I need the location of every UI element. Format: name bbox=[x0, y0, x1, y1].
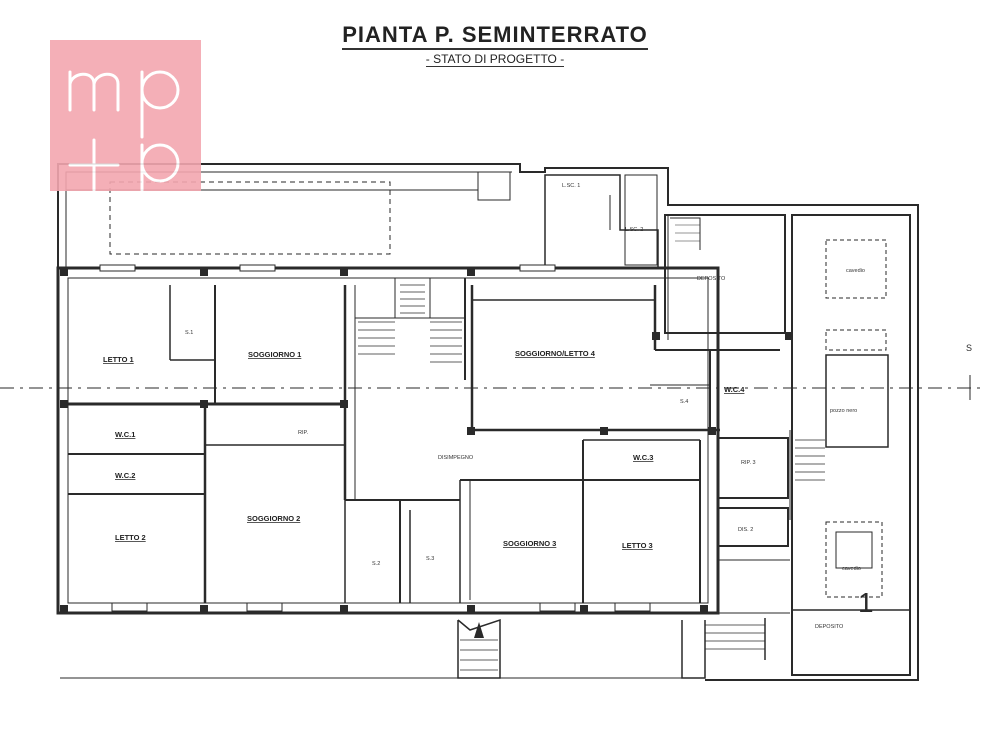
room-label-s3: S.3 bbox=[426, 556, 434, 562]
room-label-cavedio-top: cavedio bbox=[846, 268, 865, 274]
room-label-soggiorno3: SOGGIORNO 3 bbox=[503, 539, 556, 548]
room-label-rip: RIP. bbox=[298, 430, 308, 436]
room-label-disimpegno: DISIMPEGNO bbox=[438, 455, 474, 461]
plan-subtitle: - STATO DI PROGETTO - bbox=[0, 52, 990, 67]
roof-outline-dashed bbox=[109, 181, 391, 255]
room-label-dis2: DIS. 2 bbox=[738, 527, 753, 533]
outer-wall-top bbox=[57, 163, 919, 681]
room-label-lsc1: L.SC. 1 bbox=[562, 183, 580, 189]
room-label-soggiorno2: SOGGIORNO 2 bbox=[247, 514, 300, 523]
section-axis-mark: S bbox=[966, 343, 972, 353]
deposito-top-room bbox=[664, 214, 786, 334]
room-label-s2: S.2 bbox=[372, 561, 380, 567]
room-label-pozzo-nero: pozzo nero bbox=[830, 408, 857, 414]
room-label-lsc2: L.SC. 2 bbox=[625, 227, 643, 233]
cavedio-top-box bbox=[825, 239, 887, 299]
room-label-wc3: W.C.3 bbox=[633, 453, 653, 462]
plan-title: PIANTA P. SEMINTERRATO bbox=[0, 22, 990, 50]
room-label-wc1: W.C.1 bbox=[115, 430, 135, 439]
room-label-cavedio-bottom: cavedio bbox=[842, 566, 861, 572]
room-label-soggiorno-letto4: SOGGIORNO/LETTO 4 bbox=[515, 349, 596, 358]
room-label-s1: S.1 bbox=[185, 330, 193, 336]
room-label-wc2: W.C.2 bbox=[115, 471, 135, 480]
section-number-mark: 1 bbox=[858, 587, 874, 618]
entrance-arrow-icon bbox=[474, 622, 484, 638]
room-label-letto3: LETTO 3 bbox=[622, 541, 653, 550]
room-label-rip3: RIP. 3 bbox=[741, 460, 756, 466]
room-label-deposito-bottom: DEPOSITO bbox=[815, 624, 844, 630]
room-label-wc4: W.C.4 bbox=[724, 385, 745, 394]
structural-pillars bbox=[60, 268, 793, 613]
room-label-soggiorno1: SOGGIORNO 1 bbox=[248, 350, 301, 359]
pozzo-nero-box bbox=[825, 354, 889, 448]
room-label-deposito-top: DEPOSITO bbox=[697, 276, 726, 282]
room-label-letto1: LETTO 1 bbox=[103, 355, 134, 364]
plan-subtitle-text: - STATO DI PROGETTO - bbox=[425, 52, 565, 67]
room-label-letto2: LETTO 2 bbox=[115, 533, 146, 542]
mpp-logo bbox=[50, 40, 201, 191]
plan-title-text: PIANTA P. SEMINTERRATO bbox=[342, 22, 648, 50]
room-label-s4: S.4 bbox=[680, 399, 688, 405]
cavedio-bottom-box bbox=[825, 521, 883, 598]
